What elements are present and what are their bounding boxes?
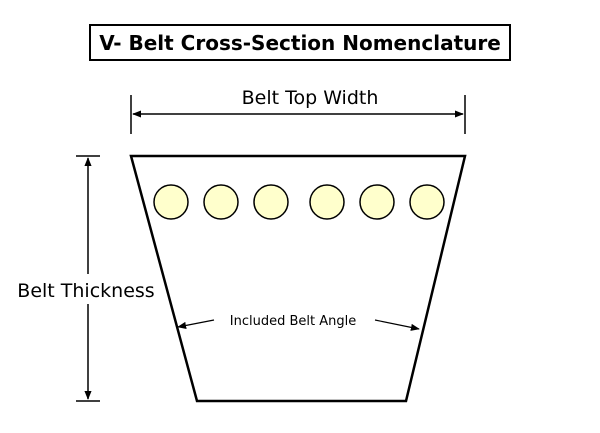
tension-cord <box>253 184 289 220</box>
diagram-title: V- Belt Cross-Section Nomenclature <box>89 24 511 61</box>
top-width-label: Belt Top Width <box>242 87 379 109</box>
tension-cords <box>153 184 445 220</box>
tension-cord <box>153 184 189 220</box>
thickness-label: Belt Thickness <box>17 280 154 302</box>
included-angle-label: Included Belt Angle <box>230 314 356 329</box>
tension-cord <box>409 184 445 220</box>
tension-cord <box>359 184 395 220</box>
tension-cord <box>309 184 345 220</box>
belt-cross-section <box>129 154 467 403</box>
angle-arrow-left <box>177 319 215 329</box>
angle-arrow-right <box>374 319 420 331</box>
tension-cord <box>203 184 239 220</box>
